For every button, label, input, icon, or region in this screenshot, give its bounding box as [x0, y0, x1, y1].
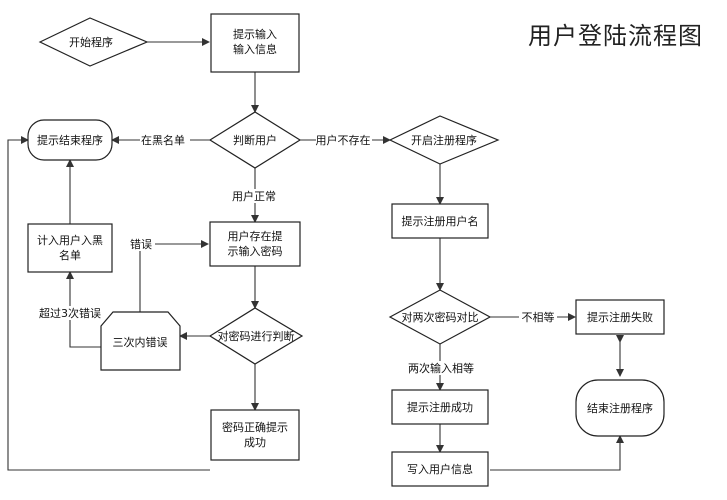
svg-text:用户正常: 用户正常: [232, 189, 276, 203]
node-prompt-input: 提示输入 输入信息: [210, 13, 300, 73]
node-write-user: 写入用户信息: [391, 451, 489, 487]
edge-label-not-equal: 不相等: [519, 310, 557, 324]
node-blacklist-line2: 名单: [59, 248, 81, 262]
node-judge-password: 对密码进行判断: [208, 307, 304, 365]
node-login-success-line1: 密码正确提示: [222, 420, 288, 434]
node-start: 开始程序: [38, 17, 149, 67]
svg-text:错误: 错误: [130, 237, 152, 251]
node-prompt-end-label: 提示结束程序: [37, 133, 103, 147]
edge-label-user-not-exist: 用户不存在: [316, 133, 372, 147]
svg-text:两次输入相等: 两次输入相等: [408, 361, 474, 375]
node-judge-password-label: 对密码进行判断: [218, 329, 295, 343]
node-register-fail-label: 提示注册失败: [587, 310, 653, 324]
node-register-fail: 提示注册失败: [575, 299, 665, 335]
node-start-register-label: 开启注册程序: [411, 133, 477, 147]
node-end-register: 结束注册程序: [575, 379, 665, 437]
node-start-register: 开启注册程序: [388, 115, 500, 165]
svg-text:不相等: 不相等: [522, 310, 555, 324]
svg-text:用户不存在: 用户不存在: [316, 133, 371, 147]
node-prompt-end: 提示结束程序: [27, 119, 113, 161]
node-within-three-label: 三次内错误: [113, 335, 168, 349]
node-prompt-username-label: 提示注册用户名: [402, 214, 479, 228]
node-register-success: 提示注册成功: [391, 389, 489, 425]
node-blacklist-line1: 计入用户入黑: [37, 233, 103, 247]
node-login-success-line2: 成功: [244, 436, 266, 449]
edge-success-to-end-loop: [7, 136, 210, 471]
node-prompt-input-line1: 提示输入: [233, 27, 277, 41]
edge-label-error: 错误: [127, 237, 155, 251]
node-blacklist: 计入用户入黑 名单: [27, 223, 113, 273]
node-compare-passwords-label: 对两次密码对比: [402, 310, 479, 324]
edge-three-to-exists: [139, 240, 209, 312]
edge-write-to-end: [490, 435, 624, 471]
svg-text:在黑名单: 在黑名单: [141, 133, 185, 147]
node-prompt-username: 提示注册用户名: [391, 203, 489, 239]
node-user-exists-line2: 示输入密码: [228, 244, 283, 258]
node-write-user-label: 写入用户信息: [407, 462, 473, 476]
node-register-success-label: 提示注册成功: [407, 400, 473, 414]
node-user-exists: 用户存在提 示输入密码: [209, 221, 301, 267]
edge-label-user-normal: 用户正常: [229, 189, 281, 203]
node-start-label: 开始程序: [69, 35, 113, 49]
edge-label-over-three: 超过3次错误: [36, 306, 104, 320]
node-prompt-input-line2: 输入信息: [233, 42, 277, 56]
node-compare-passwords: 对两次密码对比: [388, 289, 492, 345]
node-end-register-label: 结束注册程序: [587, 401, 653, 415]
edge-label-in-blacklist: 在黑名单: [140, 133, 190, 147]
node-user-exists-line1: 用户存在提: [228, 229, 283, 243]
node-within-three: 三次内错误: [100, 311, 181, 371]
edge-label-both-equal: 两次输入相等: [405, 361, 477, 375]
edge-three-to-blacklist: [66, 271, 101, 348]
svg-text:超过3次错误: 超过3次错误: [39, 306, 101, 320]
node-judge-user-label: 判断用户: [233, 133, 277, 147]
node-judge-user: 判断用户: [208, 111, 302, 169]
node-login-success: 密码正确提示 成功: [210, 409, 300, 461]
page-title: 用户登陆流程图: [528, 22, 703, 50]
